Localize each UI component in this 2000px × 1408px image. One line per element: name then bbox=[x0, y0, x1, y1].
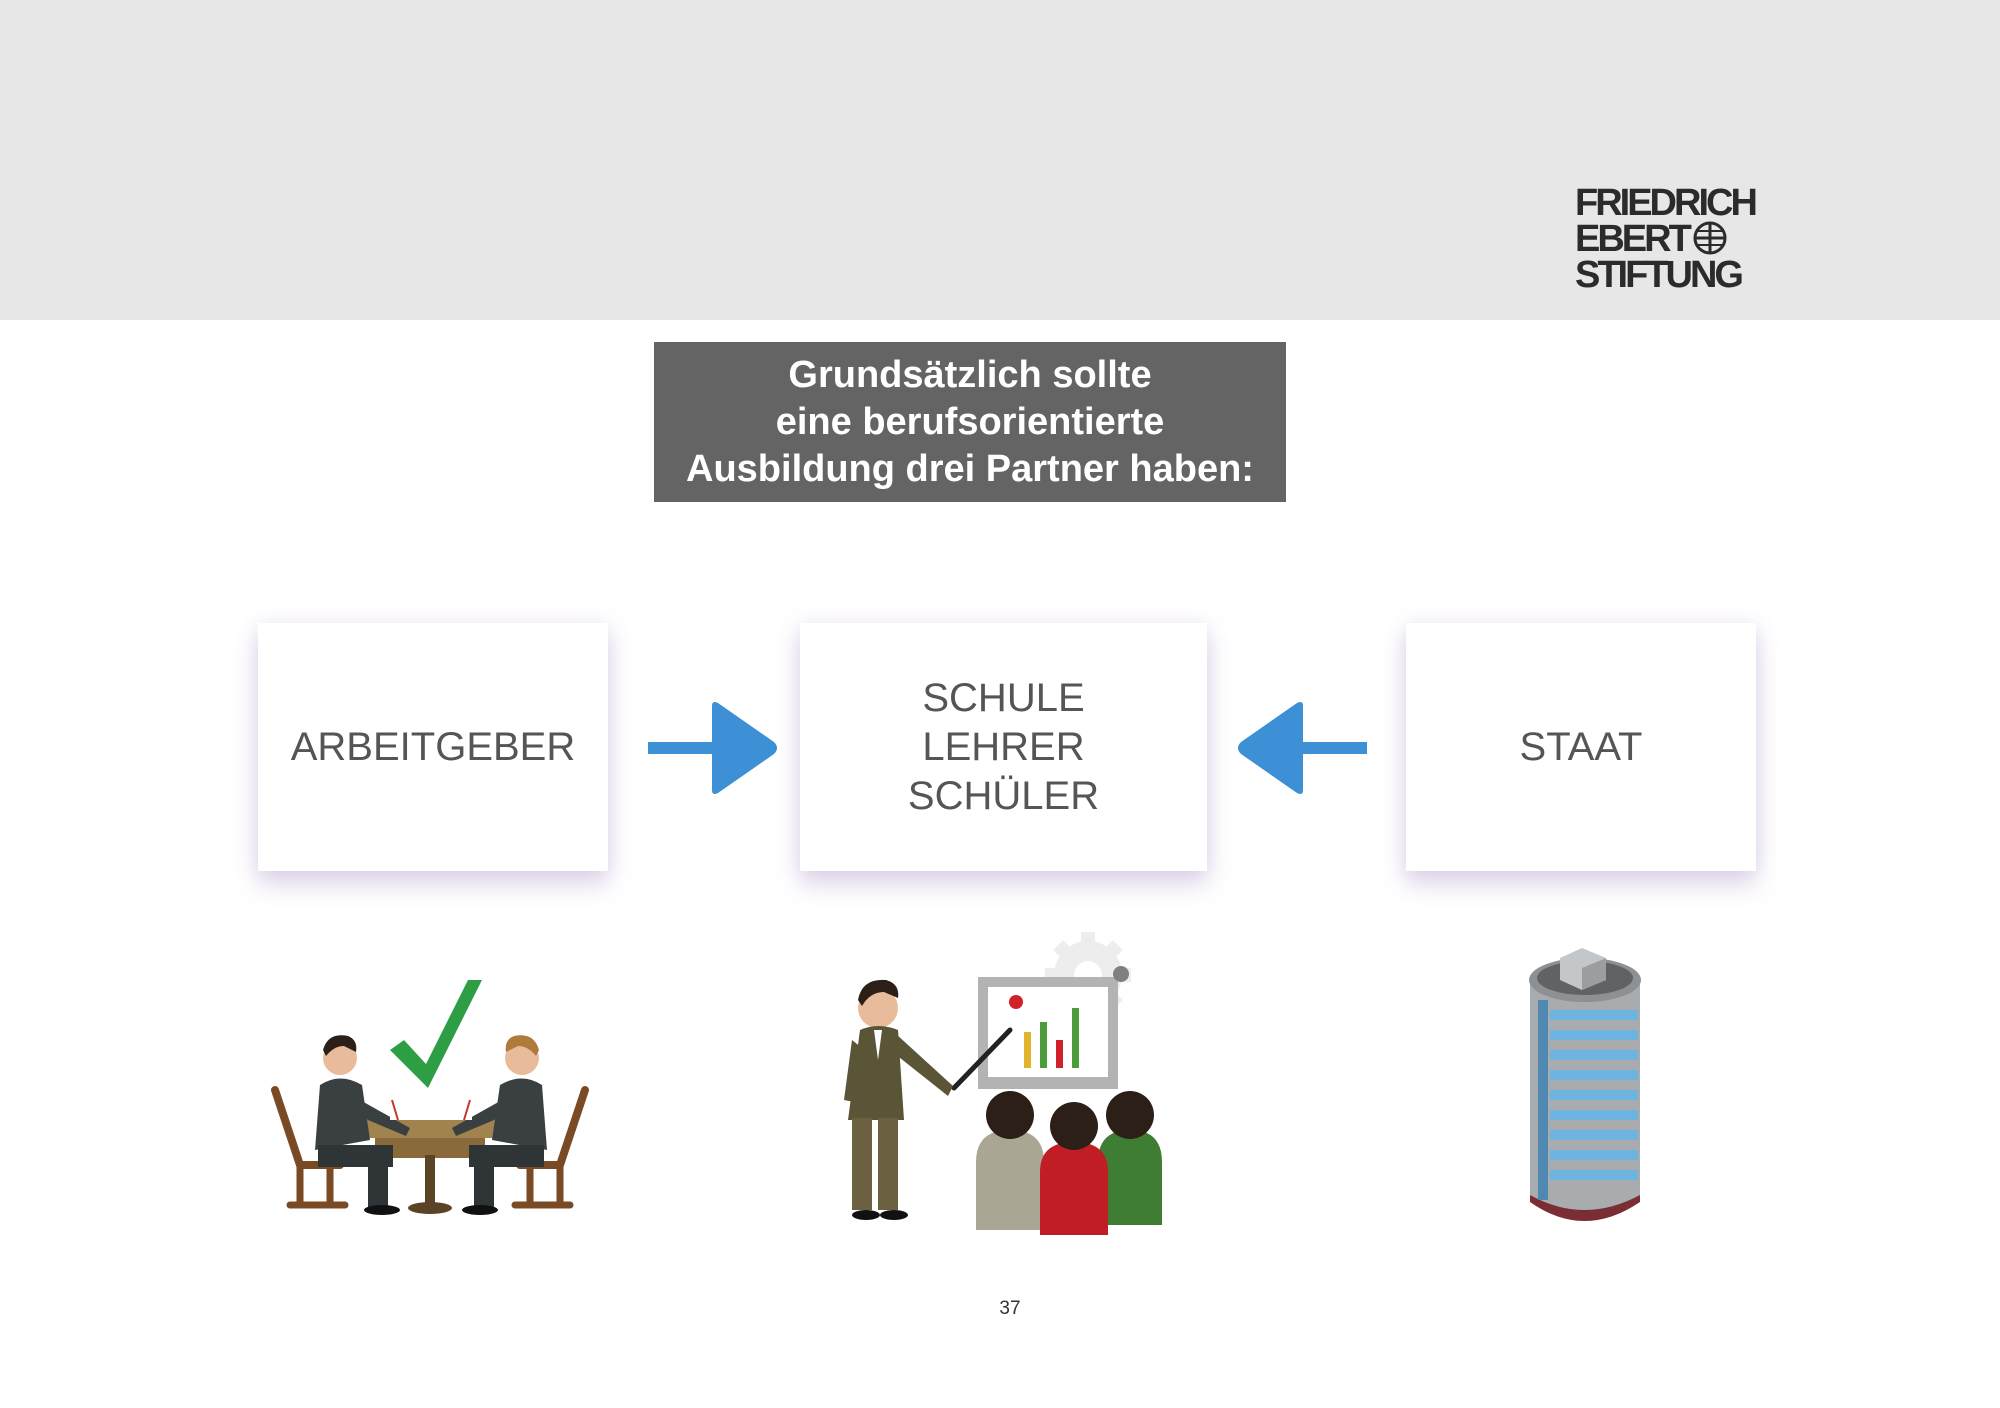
page-number: 37 bbox=[999, 1298, 1021, 1319]
title-line-3: Ausbildung drei Partner haben: bbox=[686, 447, 1254, 490]
title-line-1: Grundsätzlich sollte bbox=[788, 353, 1152, 396]
logo-line-2: EBERT bbox=[1575, 218, 1692, 260]
logo-line-1: FRIEDRICH bbox=[1575, 182, 1758, 224]
title-line-2: eine berufsorientierte bbox=[775, 400, 1165, 443]
business-meeting-icon bbox=[271, 980, 589, 1215]
arrow-right-icon bbox=[648, 702, 777, 794]
logo-line-3: STIFTUNG bbox=[1575, 254, 1744, 296]
employer-label: ARBEITGEBER bbox=[290, 724, 576, 769]
school-label-1: SCHULE bbox=[922, 675, 1085, 720]
school-label-3: SCHÜLER bbox=[907, 773, 1100, 818]
state-node: STAAT bbox=[1406, 623, 1756, 871]
fes-logo: FRIEDRICH EBERT STIFTUNG bbox=[1575, 182, 1765, 297]
state-label: STAAT bbox=[1519, 724, 1643, 769]
school-label-2: LEHRER bbox=[922, 724, 1085, 769]
government-tower-icon bbox=[1529, 948, 1641, 1221]
employer-node: ARBEITGEBER bbox=[258, 623, 608, 871]
checkmark-icon bbox=[390, 980, 482, 1088]
globe-icon bbox=[1693, 221, 1727, 255]
header-band bbox=[0, 0, 2000, 320]
teacher-presentation-icon bbox=[844, 932, 1162, 1235]
title-box: Grundsätzlich sollte eine berufsorientie… bbox=[654, 342, 1286, 502]
arrow-left-icon bbox=[1238, 702, 1367, 794]
school-node: SCHULE LEHRER SCHÜLER bbox=[800, 623, 1207, 871]
